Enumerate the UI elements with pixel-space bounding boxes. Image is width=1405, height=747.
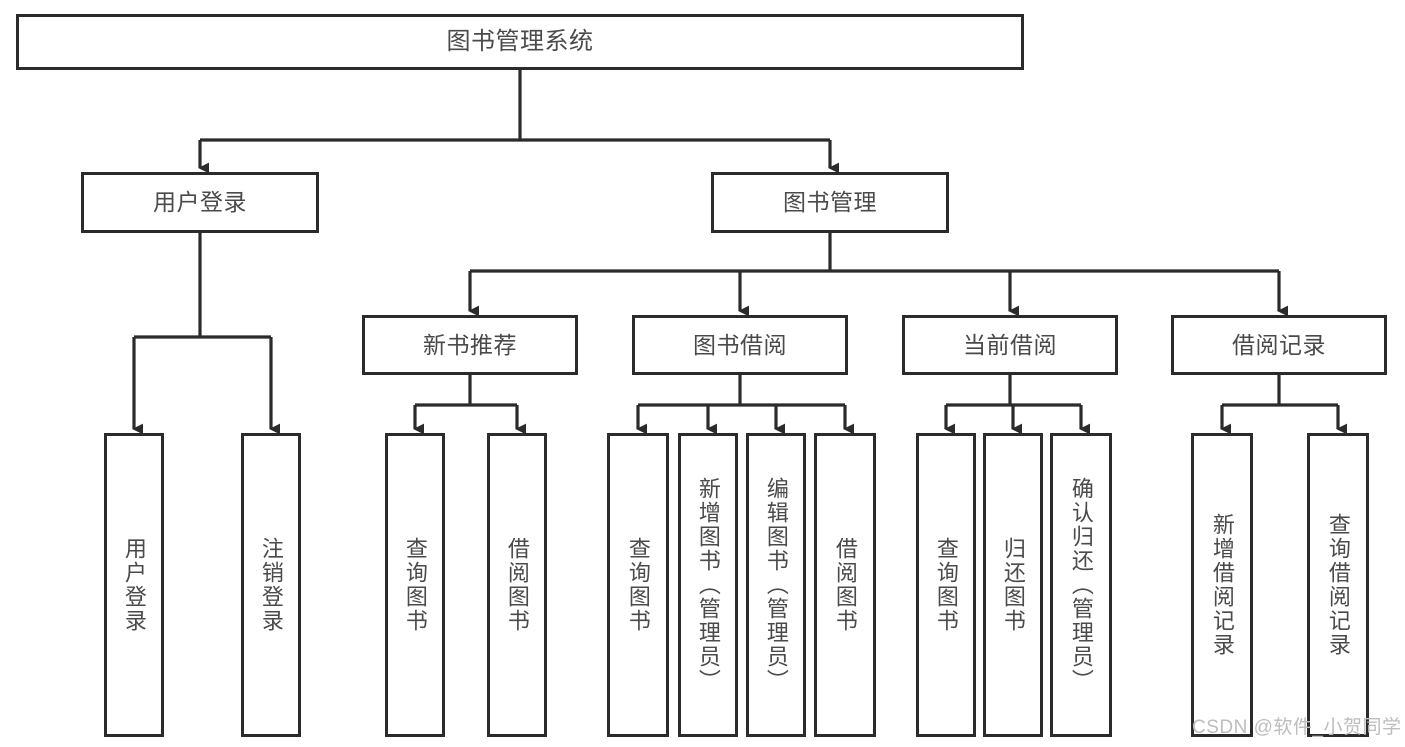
node-leaf-query-book-borrow[interactable]: 查询图书	[607, 433, 669, 737]
node-leaf-edit-book-admin[interactable]: 编辑图书（管理员）	[746, 433, 806, 737]
node-borrow-record[interactable]: 借阅记录	[1171, 315, 1387, 375]
node-leaf-query-borrow-record-label: 查询借阅记录	[1325, 513, 1351, 657]
node-leaf-confirm-return-admin-label: 确认归还（管理员）	[1068, 477, 1094, 693]
node-borrow-record-label: 借阅记录	[1232, 331, 1326, 358]
node-book-manage-label: 图书管理	[783, 189, 877, 216]
node-leaf-query-book-current[interactable]: 查询图书	[916, 433, 976, 737]
node-leaf-query-book-recommend[interactable]: 查询图书	[385, 433, 445, 737]
node-user-login[interactable]: 用户登录	[81, 172, 319, 233]
node-current-borrow[interactable]: 当前借阅	[902, 315, 1118, 375]
node-leaf-add-borrow-record-label: 新增借阅记录	[1209, 513, 1235, 657]
node-leaf-borrow-book-label: 借阅图书	[832, 537, 858, 633]
node-leaf-user-login[interactable]: 用户登录	[104, 433, 164, 737]
node-new-book-recommend-label: 新书推荐	[423, 331, 517, 358]
node-leaf-query-book-recommend-label: 查询图书	[402, 537, 428, 633]
node-leaf-user-login-label: 用户登录	[121, 537, 147, 633]
node-leaf-add-borrow-record[interactable]: 新增借阅记录	[1191, 433, 1253, 737]
node-leaf-return-book-label: 归还图书	[1000, 537, 1026, 633]
node-new-book-recommend[interactable]: 新书推荐	[362, 315, 578, 375]
node-leaf-edit-book-admin-label: 编辑图书（管理员）	[763, 477, 789, 693]
node-leaf-logout-login[interactable]: 注销登录	[241, 433, 301, 737]
node-root-label: 图书管理系统	[446, 28, 594, 56]
node-root[interactable]: 图书管理系统	[16, 14, 1024, 70]
node-leaf-borrow-book-recommend[interactable]: 借阅图书	[487, 433, 547, 737]
node-leaf-query-book-current-label: 查询图书	[933, 537, 959, 633]
node-leaf-query-book-borrow-label: 查询图书	[625, 537, 651, 633]
node-leaf-logout-login-label: 注销登录	[258, 537, 284, 633]
node-leaf-query-borrow-record[interactable]: 查询借阅记录	[1307, 433, 1369, 737]
node-leaf-add-book-admin-label: 新增图书（管理员）	[695, 477, 721, 693]
node-book-borrow-label: 图书借阅	[693, 331, 787, 358]
node-leaf-add-book-admin[interactable]: 新增图书（管理员）	[678, 433, 738, 737]
node-leaf-confirm-return-admin[interactable]: 确认归还（管理员）	[1050, 433, 1112, 737]
node-current-borrow-label: 当前借阅	[963, 331, 1057, 358]
node-leaf-borrow-book-recommend-label: 借阅图书	[504, 537, 530, 633]
watermark-text: CSDN @软件_小贺同学	[1192, 717, 1402, 738]
node-user-login-label: 用户登录	[153, 189, 247, 216]
node-leaf-return-book[interactable]: 归还图书	[983, 433, 1043, 737]
node-book-borrow[interactable]: 图书借阅	[632, 315, 848, 375]
node-leaf-borrow-book[interactable]: 借阅图书	[814, 433, 876, 737]
node-book-manage[interactable]: 图书管理	[711, 172, 949, 233]
